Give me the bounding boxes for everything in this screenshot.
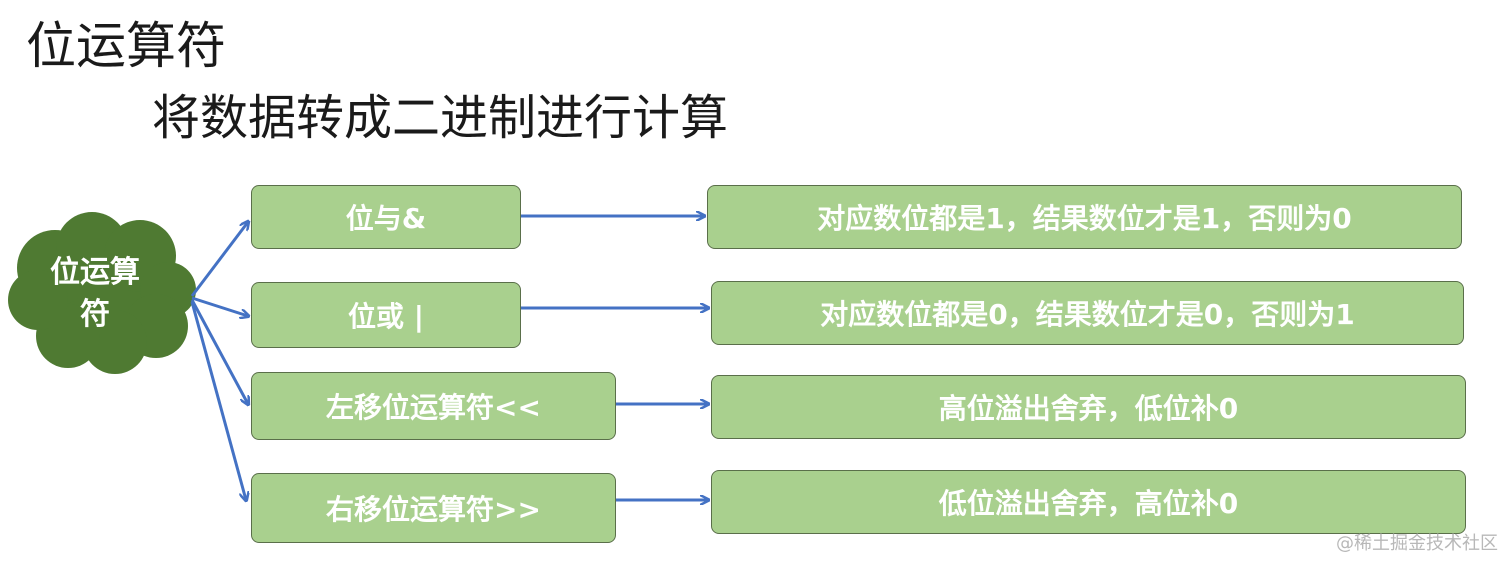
watermark: @稀土掘金技术社区 bbox=[1336, 533, 1498, 554]
page-subtitle: 将数据转成二进制进行计算 bbox=[152, 90, 729, 146]
page-title: 位运算符 bbox=[26, 17, 226, 75]
operator-box-or: 位或 | bbox=[251, 282, 521, 348]
arrow-cloud-to-and bbox=[190, 222, 248, 297]
arrow-cloud-to-left-shift bbox=[190, 299, 248, 404]
operator-box-right-shift: 右移位运算符>> bbox=[251, 473, 616, 543]
rule-box-right-shift: 低位溢出舍弃，高位补0 bbox=[711, 470, 1466, 534]
rule-box-and: 对应数位都是1，结果数位才是1，否则为0 bbox=[707, 185, 1462, 249]
cloud-label: 位运算符 bbox=[50, 255, 140, 332]
arrow-cloud-to-or bbox=[191, 296, 248, 316]
arrow-cloud-to-right-shift bbox=[190, 301, 246, 500]
rule-box-left-shift: 高位溢出舍弃，低位补0 bbox=[711, 375, 1466, 439]
rule-box-or: 对应数位都是0，结果数位才是0，否则为1 bbox=[711, 281, 1464, 345]
operator-box-left-shift: 左移位运算符<< bbox=[251, 372, 616, 440]
operator-box-and: 位与& bbox=[251, 185, 521, 249]
cloud-shape bbox=[8, 212, 196, 374]
